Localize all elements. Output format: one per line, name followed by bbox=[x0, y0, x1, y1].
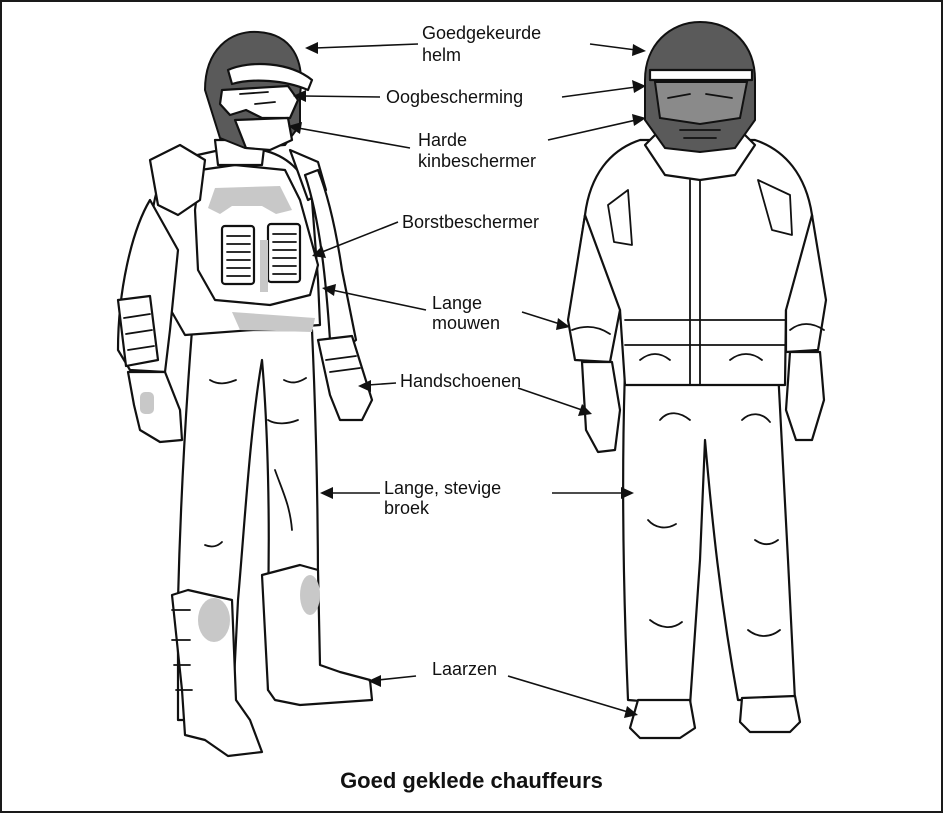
label-chest-protector: Borstbeschermer bbox=[402, 212, 539, 232]
label-chin-line1: Harde bbox=[418, 130, 467, 150]
label-gloves: Handschoenen bbox=[400, 371, 521, 391]
label-boots: Laarzen bbox=[432, 659, 497, 679]
right-rider bbox=[568, 22, 826, 738]
label-helmet-line2: helm bbox=[422, 45, 461, 65]
left-rider-helmet bbox=[205, 32, 312, 150]
label-pants-line2: broek bbox=[384, 498, 429, 518]
right-rider-helmet bbox=[645, 22, 755, 152]
label-pants-line1: Lange, stevige bbox=[384, 478, 501, 498]
figure-caption: Goed geklede chauffeurs bbox=[0, 768, 943, 794]
label-eye-protection: Oogbescherming bbox=[386, 87, 523, 107]
label-helmet-line1: Goedgekeurde bbox=[422, 23, 541, 43]
label-sleeves-line1: Lange bbox=[432, 293, 482, 313]
label-sleeves-line2: mouwen bbox=[432, 313, 500, 333]
left-rider-boots bbox=[172, 565, 372, 756]
label-chin-line2: kinbeschermer bbox=[418, 151, 536, 171]
left-rider bbox=[118, 32, 372, 756]
left-rider-torso bbox=[150, 145, 326, 335]
right-rider-pants bbox=[623, 370, 795, 705]
right-rider-shoes bbox=[630, 696, 800, 738]
